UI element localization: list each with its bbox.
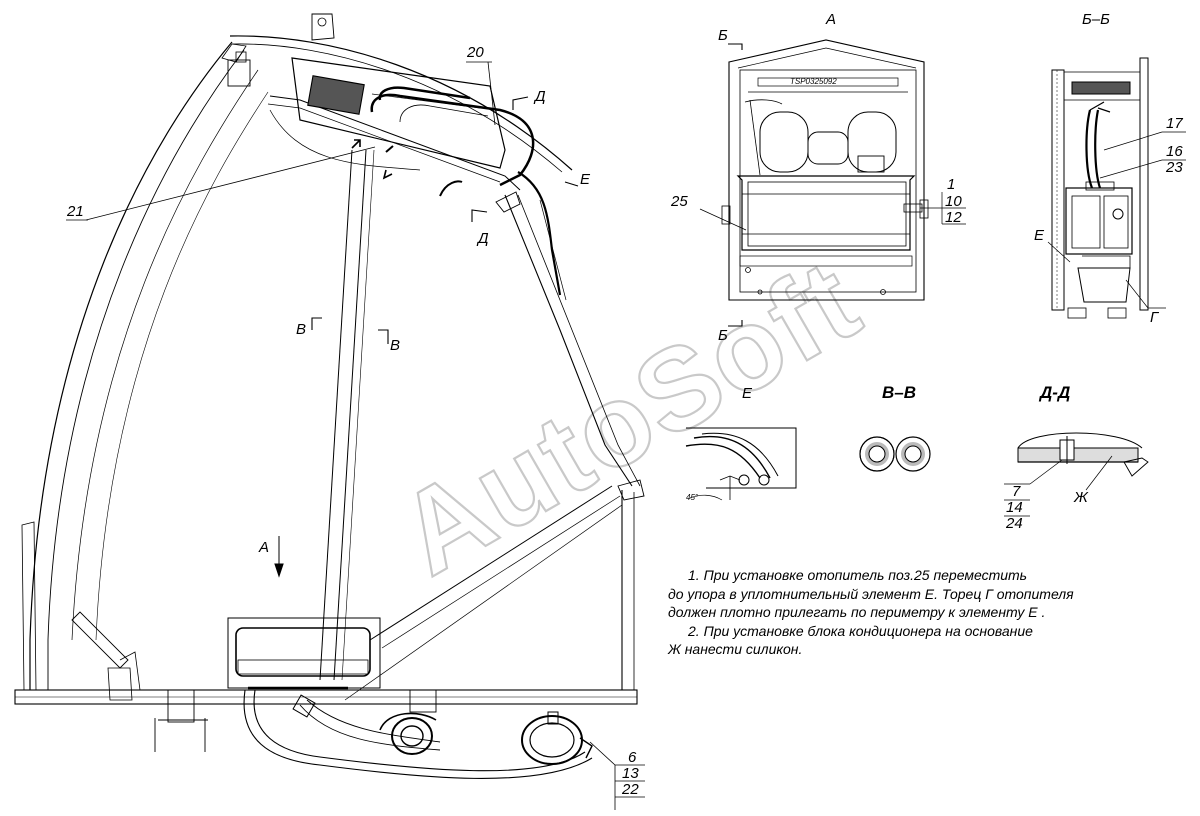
angle-45: 45° [686, 493, 699, 502]
note-line-5: Ж нанести силикон. [668, 641, 803, 657]
section-mark-b-top: Б [718, 27, 728, 44]
label-g: Г [1150, 309, 1160, 326]
view-bb [1047, 57, 1186, 319]
view-bb-title: Б–Б [1082, 11, 1110, 28]
note-line-4: 2. При установке блока кондиционера на о… [688, 622, 1033, 639]
view-vv [859, 436, 931, 472]
label-e: Е [1034, 227, 1045, 244]
callout-12: 12 [945, 209, 962, 226]
view-e-title: Е [742, 385, 753, 402]
view-arrow-a-label: А [258, 539, 269, 556]
view-a [699, 39, 966, 327]
view-dd [1004, 432, 1149, 517]
callout-20: 20 [466, 44, 484, 61]
section-mark-v-right: В [390, 337, 400, 354]
callout-25: 25 [670, 193, 688, 210]
callout-24: 24 [1005, 515, 1023, 532]
callout-6: 6 [628, 749, 637, 766]
view-a-title: А [825, 11, 836, 28]
callout-13: 13 [622, 765, 639, 782]
callout-22: 22 [621, 781, 639, 798]
callout-16: 16 [1166, 143, 1183, 160]
callout-1: 1 [947, 176, 955, 193]
callout-7: 7 [1012, 483, 1021, 500]
unit-plate-text: TSP0325092 [790, 77, 837, 86]
callout-23: 23 [1165, 159, 1183, 176]
section-mark-d-top: Д [533, 88, 546, 105]
assembly-notes: 1. При установке отопитель поз.25 переме… [668, 566, 1138, 659]
note-line-1: 1. При установке отопитель поз.25 переме… [688, 567, 1028, 583]
callout-21: 21 [66, 203, 84, 220]
section-mark-b-bottom: Б [718, 327, 728, 344]
section-mark-d-bottom: Д [476, 230, 489, 247]
label-zh: Ж [1073, 489, 1089, 506]
watermark: AutoSoft [378, 234, 881, 599]
view-e [685, 427, 797, 501]
view-vv-title: В–В [882, 383, 916, 402]
section-mark-v-left: В [296, 321, 306, 338]
view-dd-title: Д-Д [1038, 383, 1070, 402]
callout-10: 10 [945, 193, 962, 210]
callout-14: 14 [1006, 499, 1023, 516]
note-line-3: должен плотно прилегать по периметру к э… [668, 604, 1046, 620]
section-mark-e: Е [580, 171, 591, 188]
callout-17: 17 [1166, 115, 1183, 132]
cab-main-view [14, 13, 645, 810]
note-line-2: до упора в уплотнительный элемент Е. Тор… [668, 585, 1074, 602]
